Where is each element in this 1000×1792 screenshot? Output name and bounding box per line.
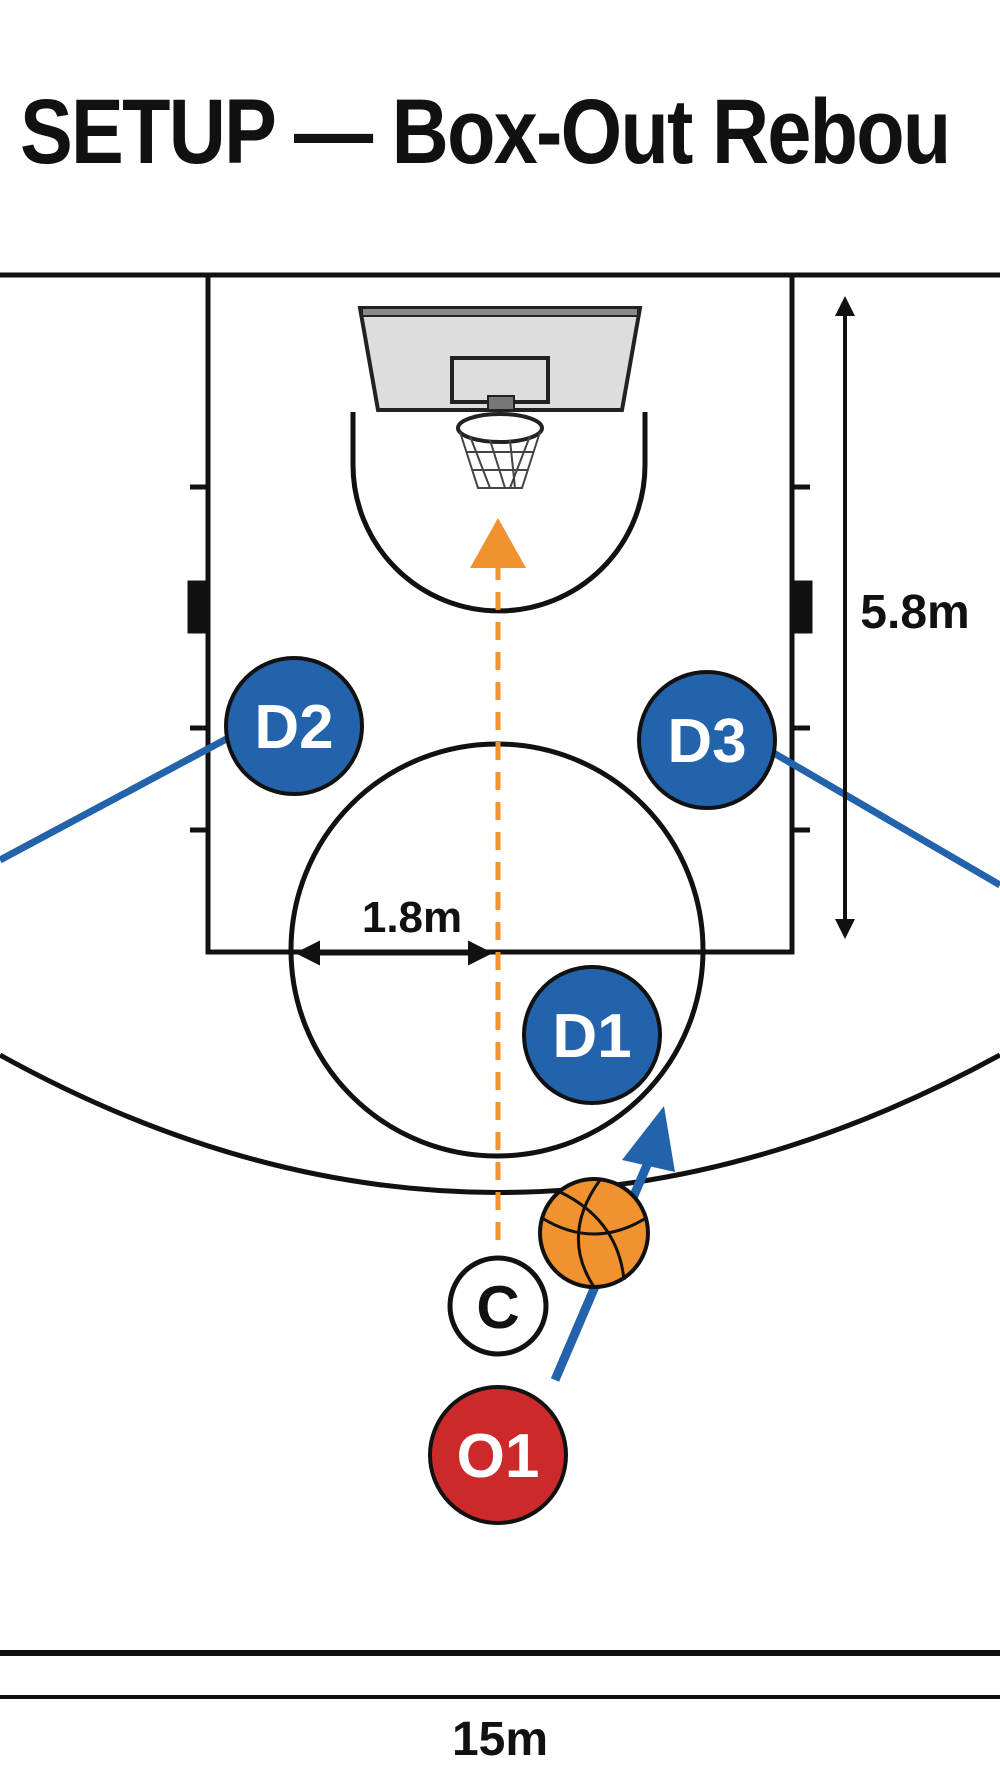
- d2-box-out-line: [0, 732, 234, 864]
- lane-length-label: 5.8m: [860, 586, 969, 639]
- backboard-icon: [357, 306, 643, 412]
- player-d2-label: D2: [254, 693, 333, 762]
- basketball-icon: [538, 1177, 650, 1289]
- circle-radius-dimension: 1.8m: [295, 893, 493, 966]
- defender-lines: [0, 732, 1000, 889]
- player-d1-label: D1: [552, 1002, 631, 1071]
- circle-radius-label: 1.8m: [362, 893, 462, 942]
- coach-c[interactable]: C: [447, 1255, 549, 1357]
- player-d3-label: D3: [667, 707, 746, 776]
- court-lines: [0, 272, 1000, 1699]
- player-d1[interactable]: D1: [522, 965, 662, 1105]
- player-o1[interactable]: O1: [428, 1385, 568, 1525]
- d3-box-out-line: [770, 748, 1000, 889]
- lane-length-dimension: 5.8m: [835, 296, 975, 939]
- restricted-arc: [350, 412, 648, 614]
- player-o1-label: O1: [457, 1422, 540, 1491]
- hoop-icon: [456, 412, 544, 489]
- player-d2[interactable]: D2: [224, 656, 364, 796]
- shot-path: [470, 518, 526, 1240]
- coach-label: C: [476, 1274, 519, 1341]
- player-d3[interactable]: D3: [637, 670, 777, 810]
- court-width-label: 15m: [452, 1713, 548, 1766]
- page-title: SETUP — Box-Out Rebou: [20, 81, 951, 183]
